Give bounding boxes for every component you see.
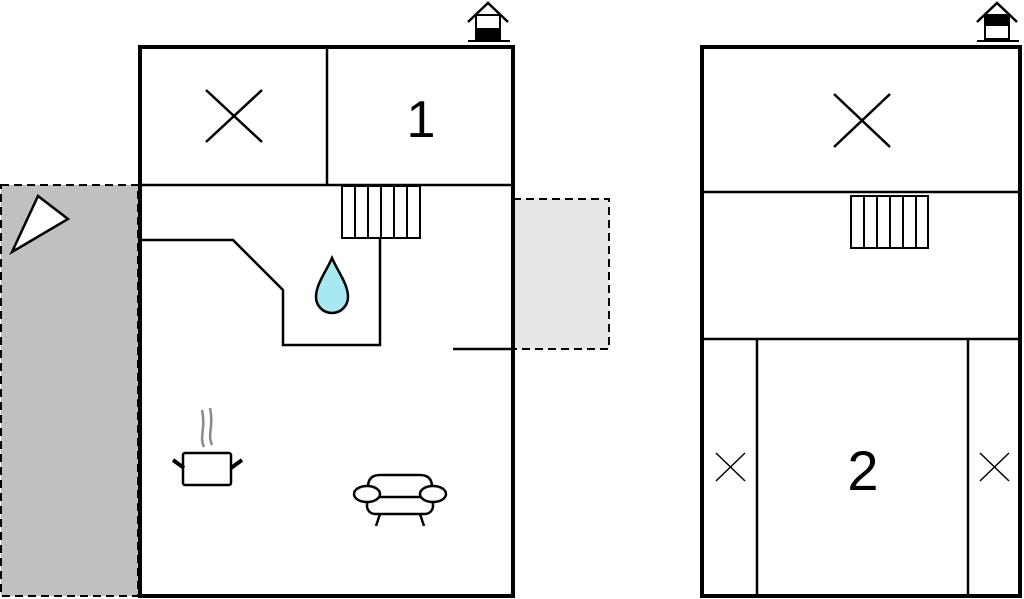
stairs-icon: [341, 185, 421, 239]
stairs-icon: [850, 195, 929, 249]
room-number-2: 2: [847, 439, 878, 502]
bed-x-icon: [205, 89, 263, 143]
upper-floor-plan: [700, 45, 1022, 598]
bed-x-icon: [715, 452, 1010, 482]
room-number-1: 1: [407, 91, 436, 149]
water-drop-icon: [314, 254, 350, 315]
terrace-arrow-icon: [9, 194, 71, 256]
terrace-right: [512, 198, 610, 350]
bed-x-icon: [833, 93, 891, 148]
house-icon: [467, 1, 510, 42]
sofa-icon: [352, 473, 448, 527]
cooking-pot-icon: [171, 407, 244, 487]
house-icon: [976, 1, 1019, 42]
ground-floor-plan: [138, 45, 515, 598]
terrace-left: [0, 184, 139, 597]
